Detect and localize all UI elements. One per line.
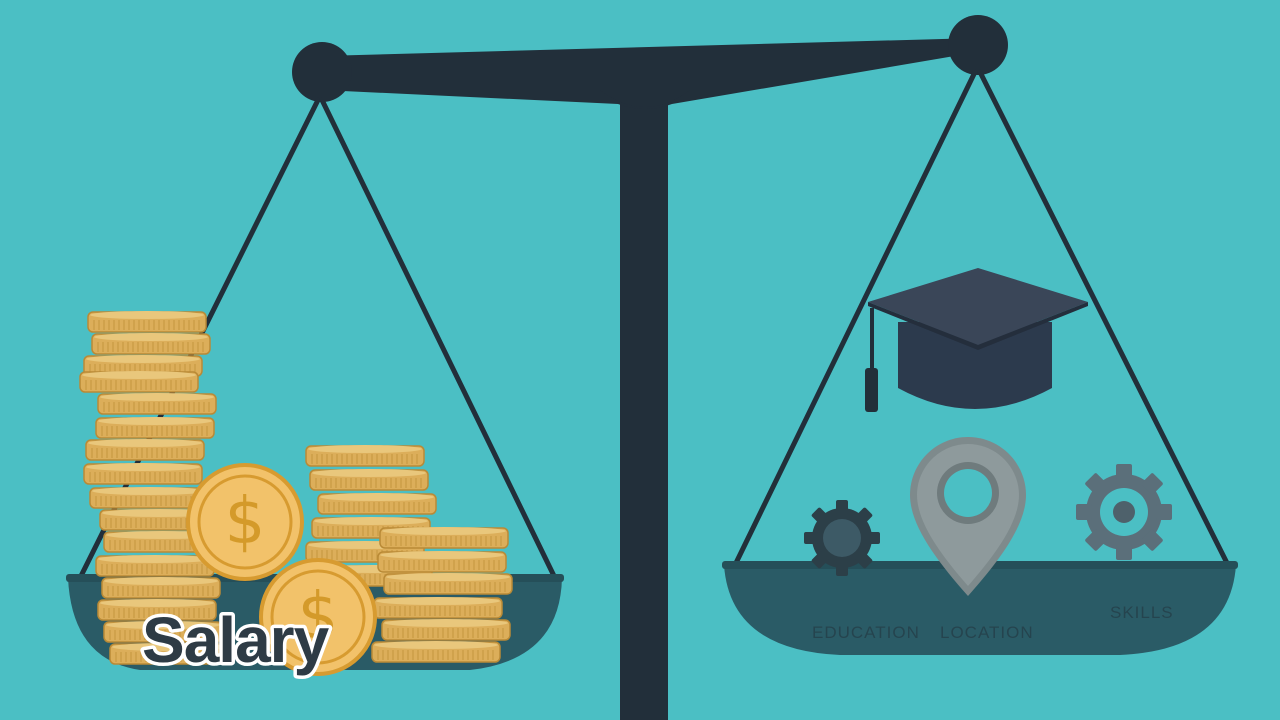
beam-hub bbox=[600, 90, 690, 107]
beam-left-knob bbox=[292, 42, 352, 102]
scale-beam bbox=[322, 38, 978, 109]
coin bbox=[379, 527, 509, 549]
skills-label: SKILLS bbox=[1110, 603, 1174, 622]
graduation-cap-icon bbox=[865, 268, 1088, 412]
coin bbox=[309, 469, 429, 491]
coin bbox=[103, 621, 223, 643]
map-pin-icon bbox=[910, 437, 1026, 596]
beam-right-knob bbox=[948, 15, 1008, 75]
coin bbox=[373, 597, 503, 619]
coin bbox=[79, 371, 199, 393]
education-label: EDUCATION bbox=[812, 623, 920, 642]
coin bbox=[87, 311, 207, 333]
coin bbox=[377, 551, 507, 573]
coin bbox=[97, 599, 217, 621]
dollar-symbol: $ bbox=[298, 580, 339, 654]
dollar-coin-upper: $ bbox=[186, 463, 304, 581]
coin bbox=[97, 393, 217, 415]
right-pan bbox=[724, 565, 1236, 655]
coin bbox=[101, 577, 221, 599]
scale-stand bbox=[292, 15, 1008, 720]
coin-stacks bbox=[79, 311, 513, 665]
coin bbox=[91, 333, 211, 355]
coin bbox=[371, 641, 501, 663]
location-label: LOCATION bbox=[940, 623, 1034, 642]
salary-label: Salary bbox=[142, 604, 330, 676]
coin bbox=[381, 619, 511, 641]
coin bbox=[89, 487, 209, 509]
gear-icon bbox=[1076, 464, 1172, 560]
dollar-coin-lower: $ bbox=[259, 558, 377, 676]
coin bbox=[109, 643, 229, 665]
coin bbox=[83, 463, 203, 485]
right-chains bbox=[732, 69, 1231, 568]
coin bbox=[95, 417, 215, 439]
coin bbox=[305, 445, 425, 467]
gear-icon bbox=[804, 500, 880, 576]
scale-pole bbox=[620, 95, 668, 720]
coin bbox=[95, 555, 215, 577]
coin bbox=[85, 439, 205, 461]
coin bbox=[383, 573, 513, 595]
coin bbox=[317, 493, 437, 515]
dollar-symbol: $ bbox=[225, 485, 266, 559]
